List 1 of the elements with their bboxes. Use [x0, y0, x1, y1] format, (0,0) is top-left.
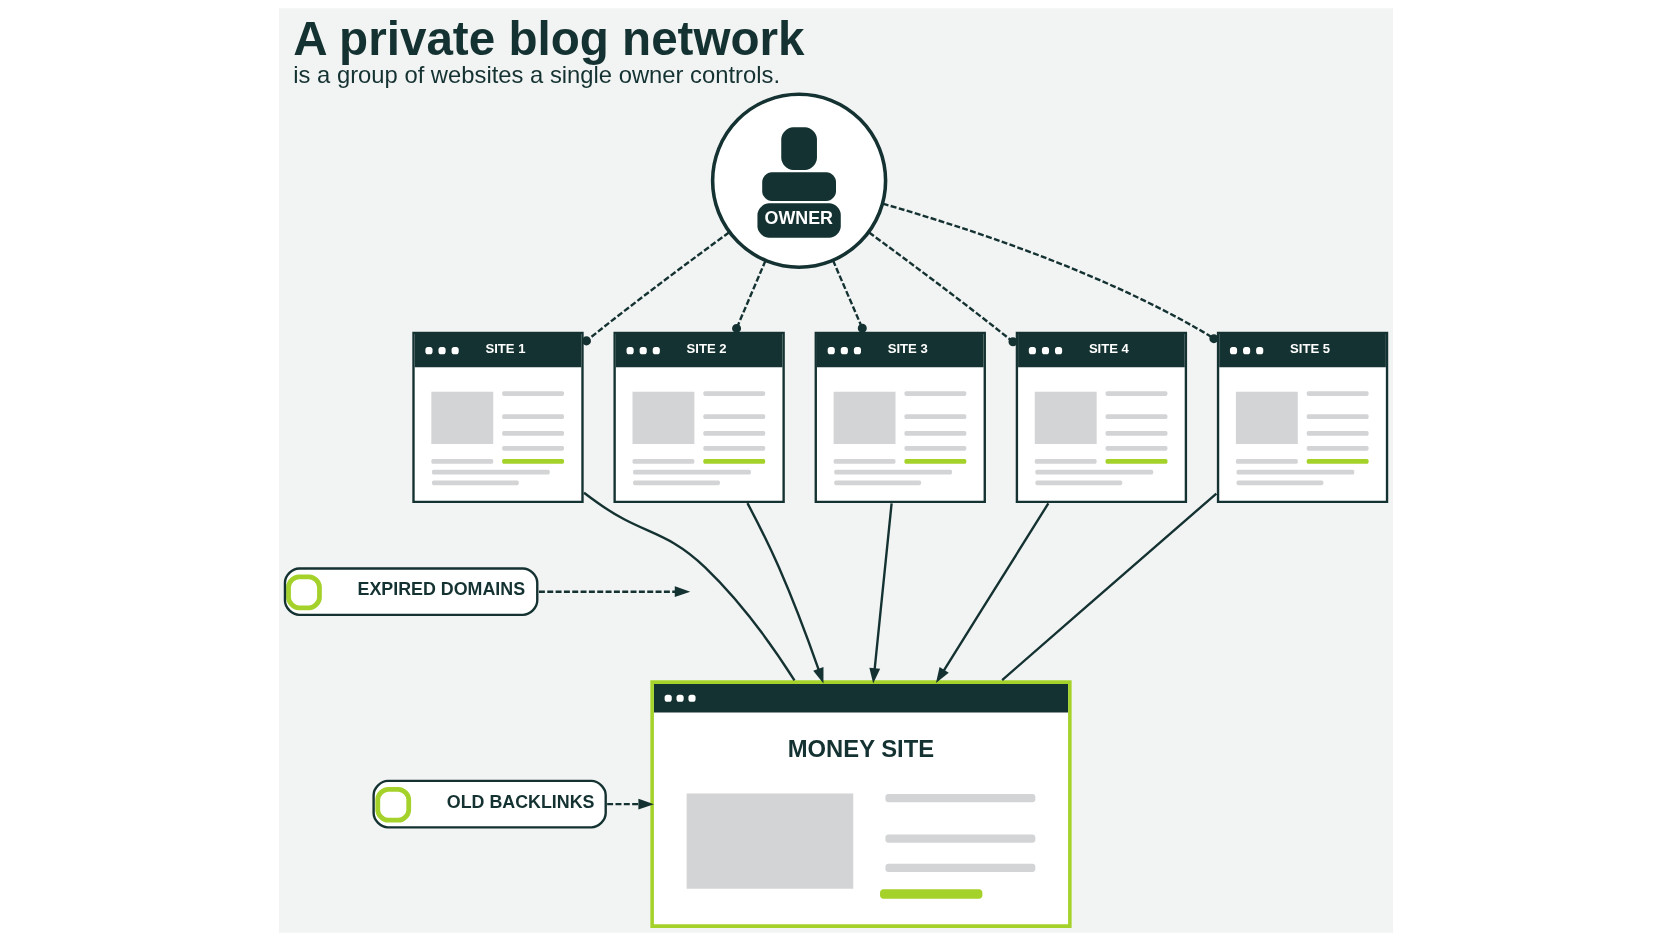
diagram-title: A private blog network [293, 11, 805, 65]
